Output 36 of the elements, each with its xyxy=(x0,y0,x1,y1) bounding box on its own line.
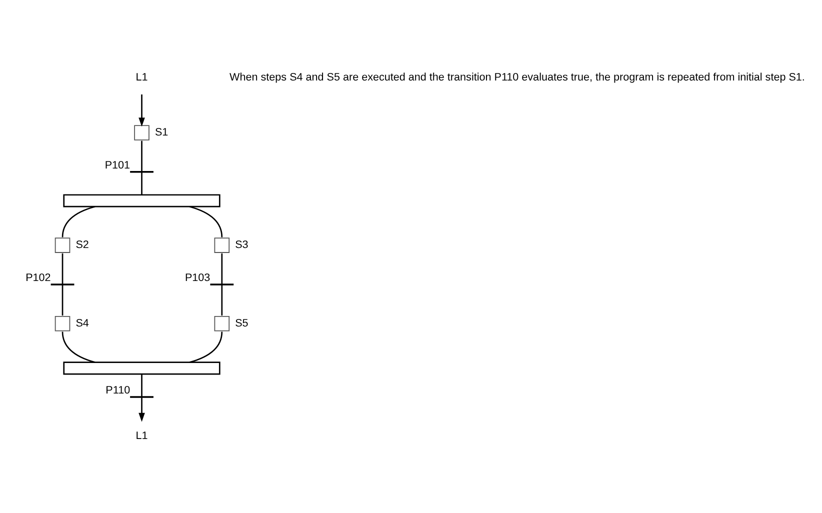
node-label: P103 xyxy=(184,271,210,284)
connector xyxy=(189,205,223,237)
connector xyxy=(141,140,142,171)
arrow xyxy=(138,94,145,126)
node-box xyxy=(214,315,230,331)
node-label: S2 xyxy=(76,238,89,251)
node-bar xyxy=(50,283,74,285)
node-label: P101 xyxy=(104,158,130,171)
node-box xyxy=(54,237,70,252)
connector xyxy=(62,331,96,362)
node-box xyxy=(134,124,150,140)
node-bar xyxy=(63,194,220,207)
node-label: S5 xyxy=(235,316,248,329)
node-box xyxy=(54,315,70,331)
node-label: P102 xyxy=(26,271,51,284)
node-bar xyxy=(210,283,234,285)
node-text: L1 xyxy=(136,429,148,442)
connector xyxy=(141,374,142,396)
node-bar xyxy=(130,396,154,398)
label: When steps S4 and S5 are executed and the transition P110 evaluates true, the program is repeated from initial step S1. xyxy=(230,71,805,84)
node-label: S3 xyxy=(235,238,248,251)
node-bar xyxy=(130,170,154,172)
node-label: S1 xyxy=(154,126,168,138)
arrow xyxy=(138,397,145,422)
node-box xyxy=(214,237,230,252)
node-label: P110 xyxy=(106,384,130,396)
node-bar xyxy=(63,361,220,374)
connector xyxy=(189,331,223,362)
connector xyxy=(62,252,64,284)
connector xyxy=(62,205,96,237)
connector xyxy=(62,284,64,316)
node-text: L1 xyxy=(136,71,148,84)
connector xyxy=(141,172,142,194)
node-label: S4 xyxy=(76,316,89,329)
connector xyxy=(221,252,223,284)
connector xyxy=(221,284,223,316)
